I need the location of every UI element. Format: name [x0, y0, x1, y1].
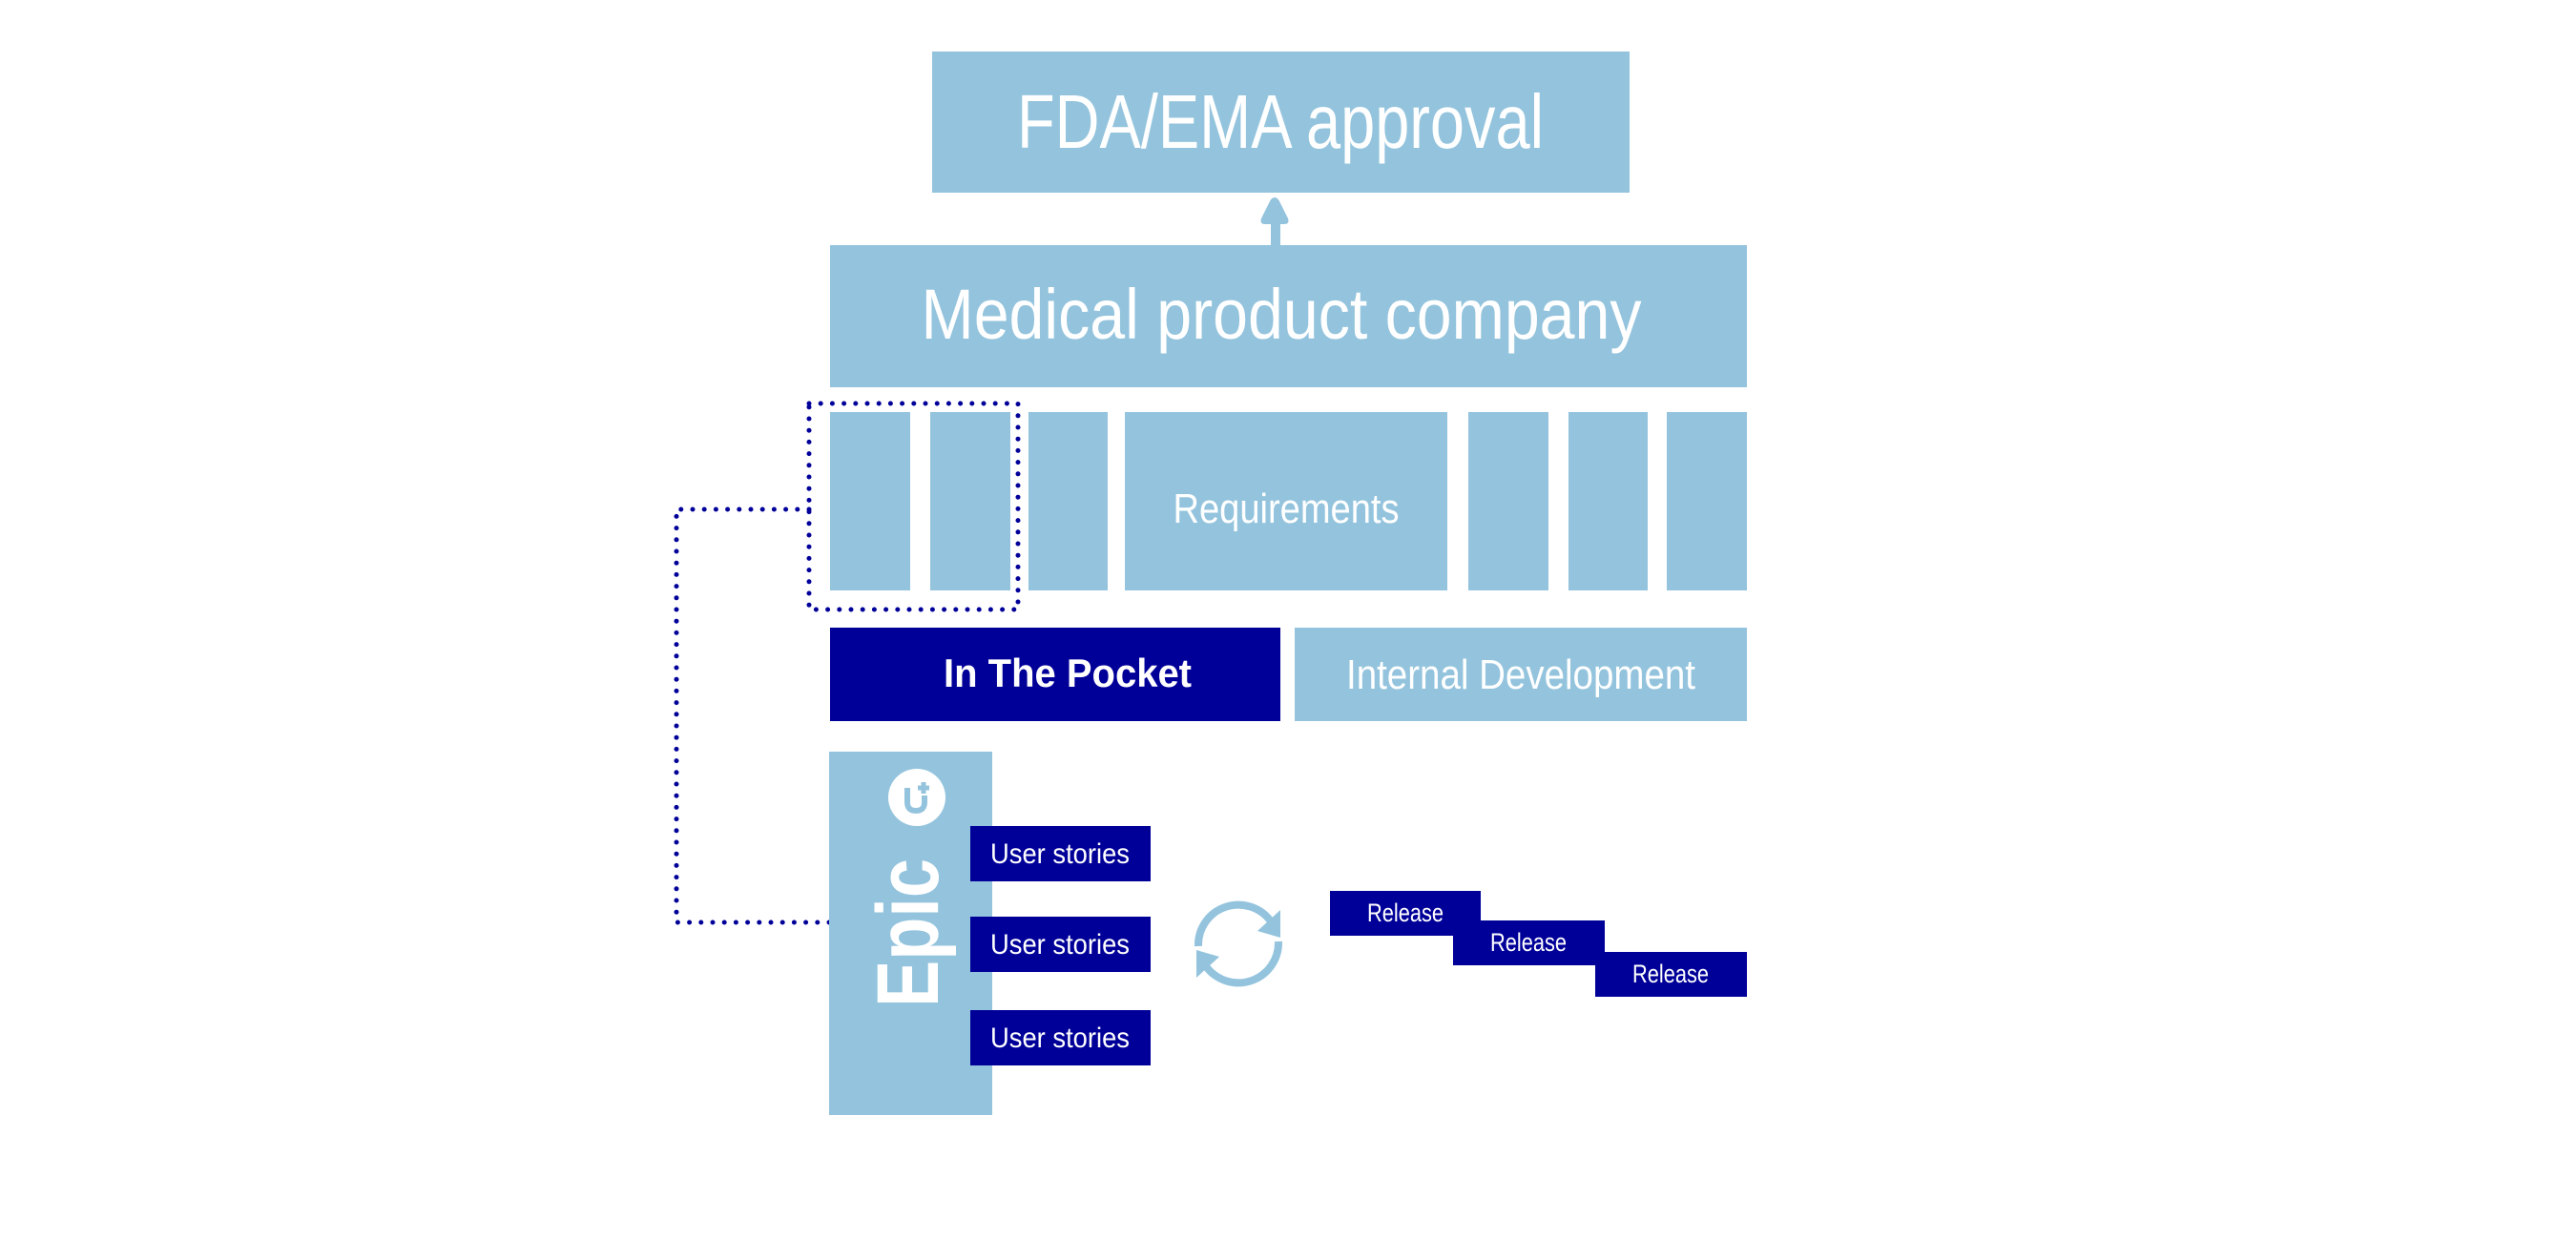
team-in-the-pocket-label: In The Pocket — [944, 651, 1192, 695]
user-story-card: User stories — [970, 826, 1151, 881]
team-in-the-pocket: In The Pocket — [830, 628, 1280, 721]
approval-box-bg — [932, 52, 1630, 193]
requirements-label: Requirements — [1174, 486, 1400, 532]
epic-panel: Epic — [829, 752, 992, 1115]
user-story-card-bg — [970, 917, 1151, 972]
requirement-column — [1667, 412, 1747, 590]
user-story-label: User stories — [990, 838, 1130, 870]
team-internal-label: Internal Development — [1346, 651, 1695, 698]
requirement-column — [1468, 412, 1548, 590]
company-label: Medical product company — [922, 275, 1642, 354]
company-box: Medical product company — [830, 245, 1747, 387]
selection-dotted-box — [806, 401, 1021, 612]
team-in-the-pocket-bg — [830, 628, 1280, 721]
requirement-column — [830, 412, 910, 590]
release-label: Release — [1632, 960, 1709, 988]
approval-box: FDA/EMA approval — [932, 52, 1630, 193]
release-card-bg — [1595, 952, 1747, 997]
requirement-column — [930, 412, 1010, 590]
up-arrow-icon — [1260, 197, 1289, 246]
user-story-card: User stories — [970, 1010, 1151, 1065]
requirement-column — [1568, 412, 1648, 590]
team-internal-development: Internal Development — [1295, 628, 1747, 721]
user-story-card-bg — [970, 826, 1151, 881]
user-story-card: User stories — [970, 917, 1151, 972]
approval-label: FDA/EMA approval — [1017, 79, 1544, 164]
release-card: Release — [1595, 952, 1747, 997]
user-story-card-bg — [970, 1010, 1151, 1065]
release-card: Release — [1453, 920, 1605, 965]
release-card-bg — [1453, 920, 1605, 965]
company-box-bg — [830, 245, 1747, 387]
epic-label: Epic — [860, 858, 957, 1007]
release-label: Release — [1490, 928, 1567, 957]
release-label: Release — [1367, 899, 1444, 927]
requirements-row: Requirements — [830, 412, 1747, 590]
user-story-label: User stories — [990, 1023, 1130, 1054]
refresh-icon — [1194, 900, 1283, 987]
team-internal-bg — [1295, 628, 1747, 721]
itp-logo-icon — [888, 769, 945, 826]
user-story-label: User stories — [990, 929, 1130, 961]
requirements-main-column — [1125, 412, 1447, 590]
dotted-connector — [674, 506, 832, 925]
requirement-column — [1028, 412, 1108, 590]
